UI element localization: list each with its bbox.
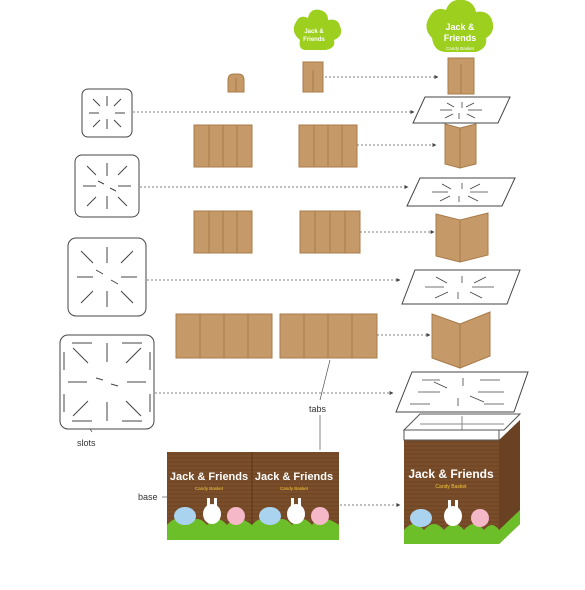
slots-label: slots	[77, 438, 96, 448]
panel-tier-1	[444, 123, 477, 169]
sign-flat: Jack & Friends	[293, 9, 342, 50]
panel-row3-right	[279, 313, 378, 359]
base-subtitle: Candy Basket	[435, 484, 467, 490]
panel-row1-right	[298, 124, 358, 168]
base-flat-brand-right: Jack & Friends	[255, 471, 333, 483]
base-assembled: Jack & Friends Candy Basket	[402, 413, 522, 544]
sign-assembled: Jack & Friends Candy Basket	[426, 0, 494, 95]
tabs-callout	[319, 359, 331, 401]
tray-flat-3	[67, 237, 147, 317]
tabs-label: tabs	[309, 404, 327, 414]
base-flat-sub-right: Candy Basket	[280, 486, 309, 491]
sign-line2: Friends	[444, 33, 477, 43]
tray-tier-3	[401, 269, 521, 305]
base-brand: Jack & Friends	[408, 467, 494, 481]
panel-row2-right	[299, 210, 361, 254]
small-connector	[227, 73, 245, 93]
guide-arrows	[133, 75, 439, 507]
base-flat-brand-left: Jack & Friends	[170, 471, 248, 483]
sign-stem-flat	[302, 61, 324, 93]
panel-tier-2	[435, 212, 489, 263]
tray-tier-2	[406, 177, 516, 207]
tray-tier-1	[412, 96, 511, 124]
tray-tier-4	[395, 371, 529, 413]
panel-tier-3	[431, 311, 491, 369]
characters-left	[174, 498, 245, 525]
sign-flat-line2: Friends	[303, 37, 325, 43]
cardboard-panels	[175, 61, 378, 359]
characters-right	[259, 498, 329, 525]
sign-subtitle: Candy Basket	[446, 46, 475, 51]
tray-flat-4	[59, 334, 155, 430]
sign-flat-line1: Jack &	[304, 29, 324, 35]
tray-flat-2	[74, 154, 140, 218]
assembly-exploded: Jack & Friends Candy Basket	[395, 0, 529, 544]
tray-flat-1	[81, 88, 133, 138]
sign-line1: Jack &	[445, 22, 475, 32]
panel-row3-left	[175, 313, 273, 359]
panel-row2-left	[193, 210, 253, 254]
base-label: base	[138, 492, 158, 502]
base-flat: Jack & Friends Jack & Friends Candy Bask…	[167, 452, 339, 540]
panel-row1-left	[193, 124, 253, 168]
base-flat-sub-left: Candy Basket	[195, 486, 224, 491]
